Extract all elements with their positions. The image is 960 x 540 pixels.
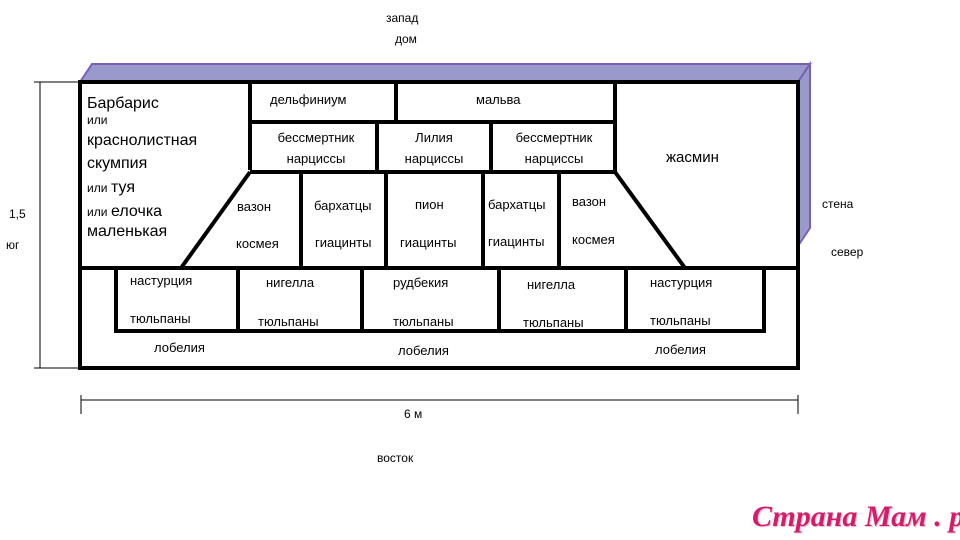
bottom-cell2-top: нигелла	[266, 275, 315, 290]
east-label: восток	[377, 451, 414, 465]
bottom-cell4-bottom: тюльпаны	[523, 315, 584, 330]
mid-cell1-bottom: космея	[236, 236, 279, 251]
left-bed-line3: краснолистная	[87, 132, 198, 149]
left-bed-line6: или елочка	[87, 203, 163, 220]
tulip-row	[114, 268, 766, 333]
top-cell-a: дельфиниум	[270, 92, 347, 107]
mid-cell2-top: бархатцы	[314, 198, 372, 213]
bottom-cell2-bottom: тюльпаны	[258, 314, 319, 329]
bottom-cell3-top: рудбекия	[393, 275, 449, 290]
left-bed-line4: скумпия	[87, 155, 148, 172]
width-dimension	[80, 395, 799, 414]
height-dimension	[34, 81, 80, 369]
bottom-cell3-bottom: тюльпаны	[393, 314, 454, 329]
site-watermark: Страна Мам . ру	[752, 500, 960, 533]
mid-cell3-top: пион	[415, 197, 444, 212]
diagonal-right	[613, 170, 687, 270]
mid-cell4-bottom: гиацинты	[488, 234, 545, 249]
mid-cell3-bottom: гиацинты	[400, 235, 457, 250]
mid-cell4-top: бархатцы	[488, 197, 546, 212]
bottom-cell4-top: нигелла	[527, 277, 576, 292]
bottom-cell1-top: настурция	[130, 273, 193, 288]
left-bed-line7: маленькая	[87, 223, 168, 240]
mid-cell2-bottom: гиацинты	[315, 235, 372, 250]
house-wall-top	[78, 63, 812, 83]
bottom-cell5-bottom: тюльпаны	[650, 313, 711, 328]
mid-cell5-bottom: космея	[572, 232, 615, 247]
left-bed-line2: или	[87, 113, 108, 127]
left-bed-line1: Барбарис	[87, 95, 159, 112]
bottom-cell5-top: настурция	[650, 275, 713, 290]
diagonal-left	[179, 170, 252, 270]
mid-cell5-top: вазон	[572, 194, 607, 209]
south-label: юг	[6, 238, 20, 252]
bed-outline	[78, 80, 800, 370]
border-left: лобелия	[154, 340, 205, 355]
height-value: 1,5	[9, 207, 26, 221]
bottom-cell1-bottom: тюльпаны	[130, 311, 191, 326]
north-label: север	[831, 245, 864, 259]
top-cell-b: мальва	[476, 92, 521, 107]
house-label: дом	[395, 32, 417, 46]
mid-cell1-top: вазон	[237, 199, 272, 214]
west-label: запад	[386, 11, 419, 25]
border-right: лобелия	[655, 342, 706, 357]
width-value: 6 м	[404, 407, 423, 421]
wall-label: стена	[822, 197, 854, 211]
border-center: лобелия	[398, 343, 449, 358]
right-bed-label: жасмин	[666, 149, 719, 166]
left-bed-line5: или туя	[87, 179, 136, 196]
